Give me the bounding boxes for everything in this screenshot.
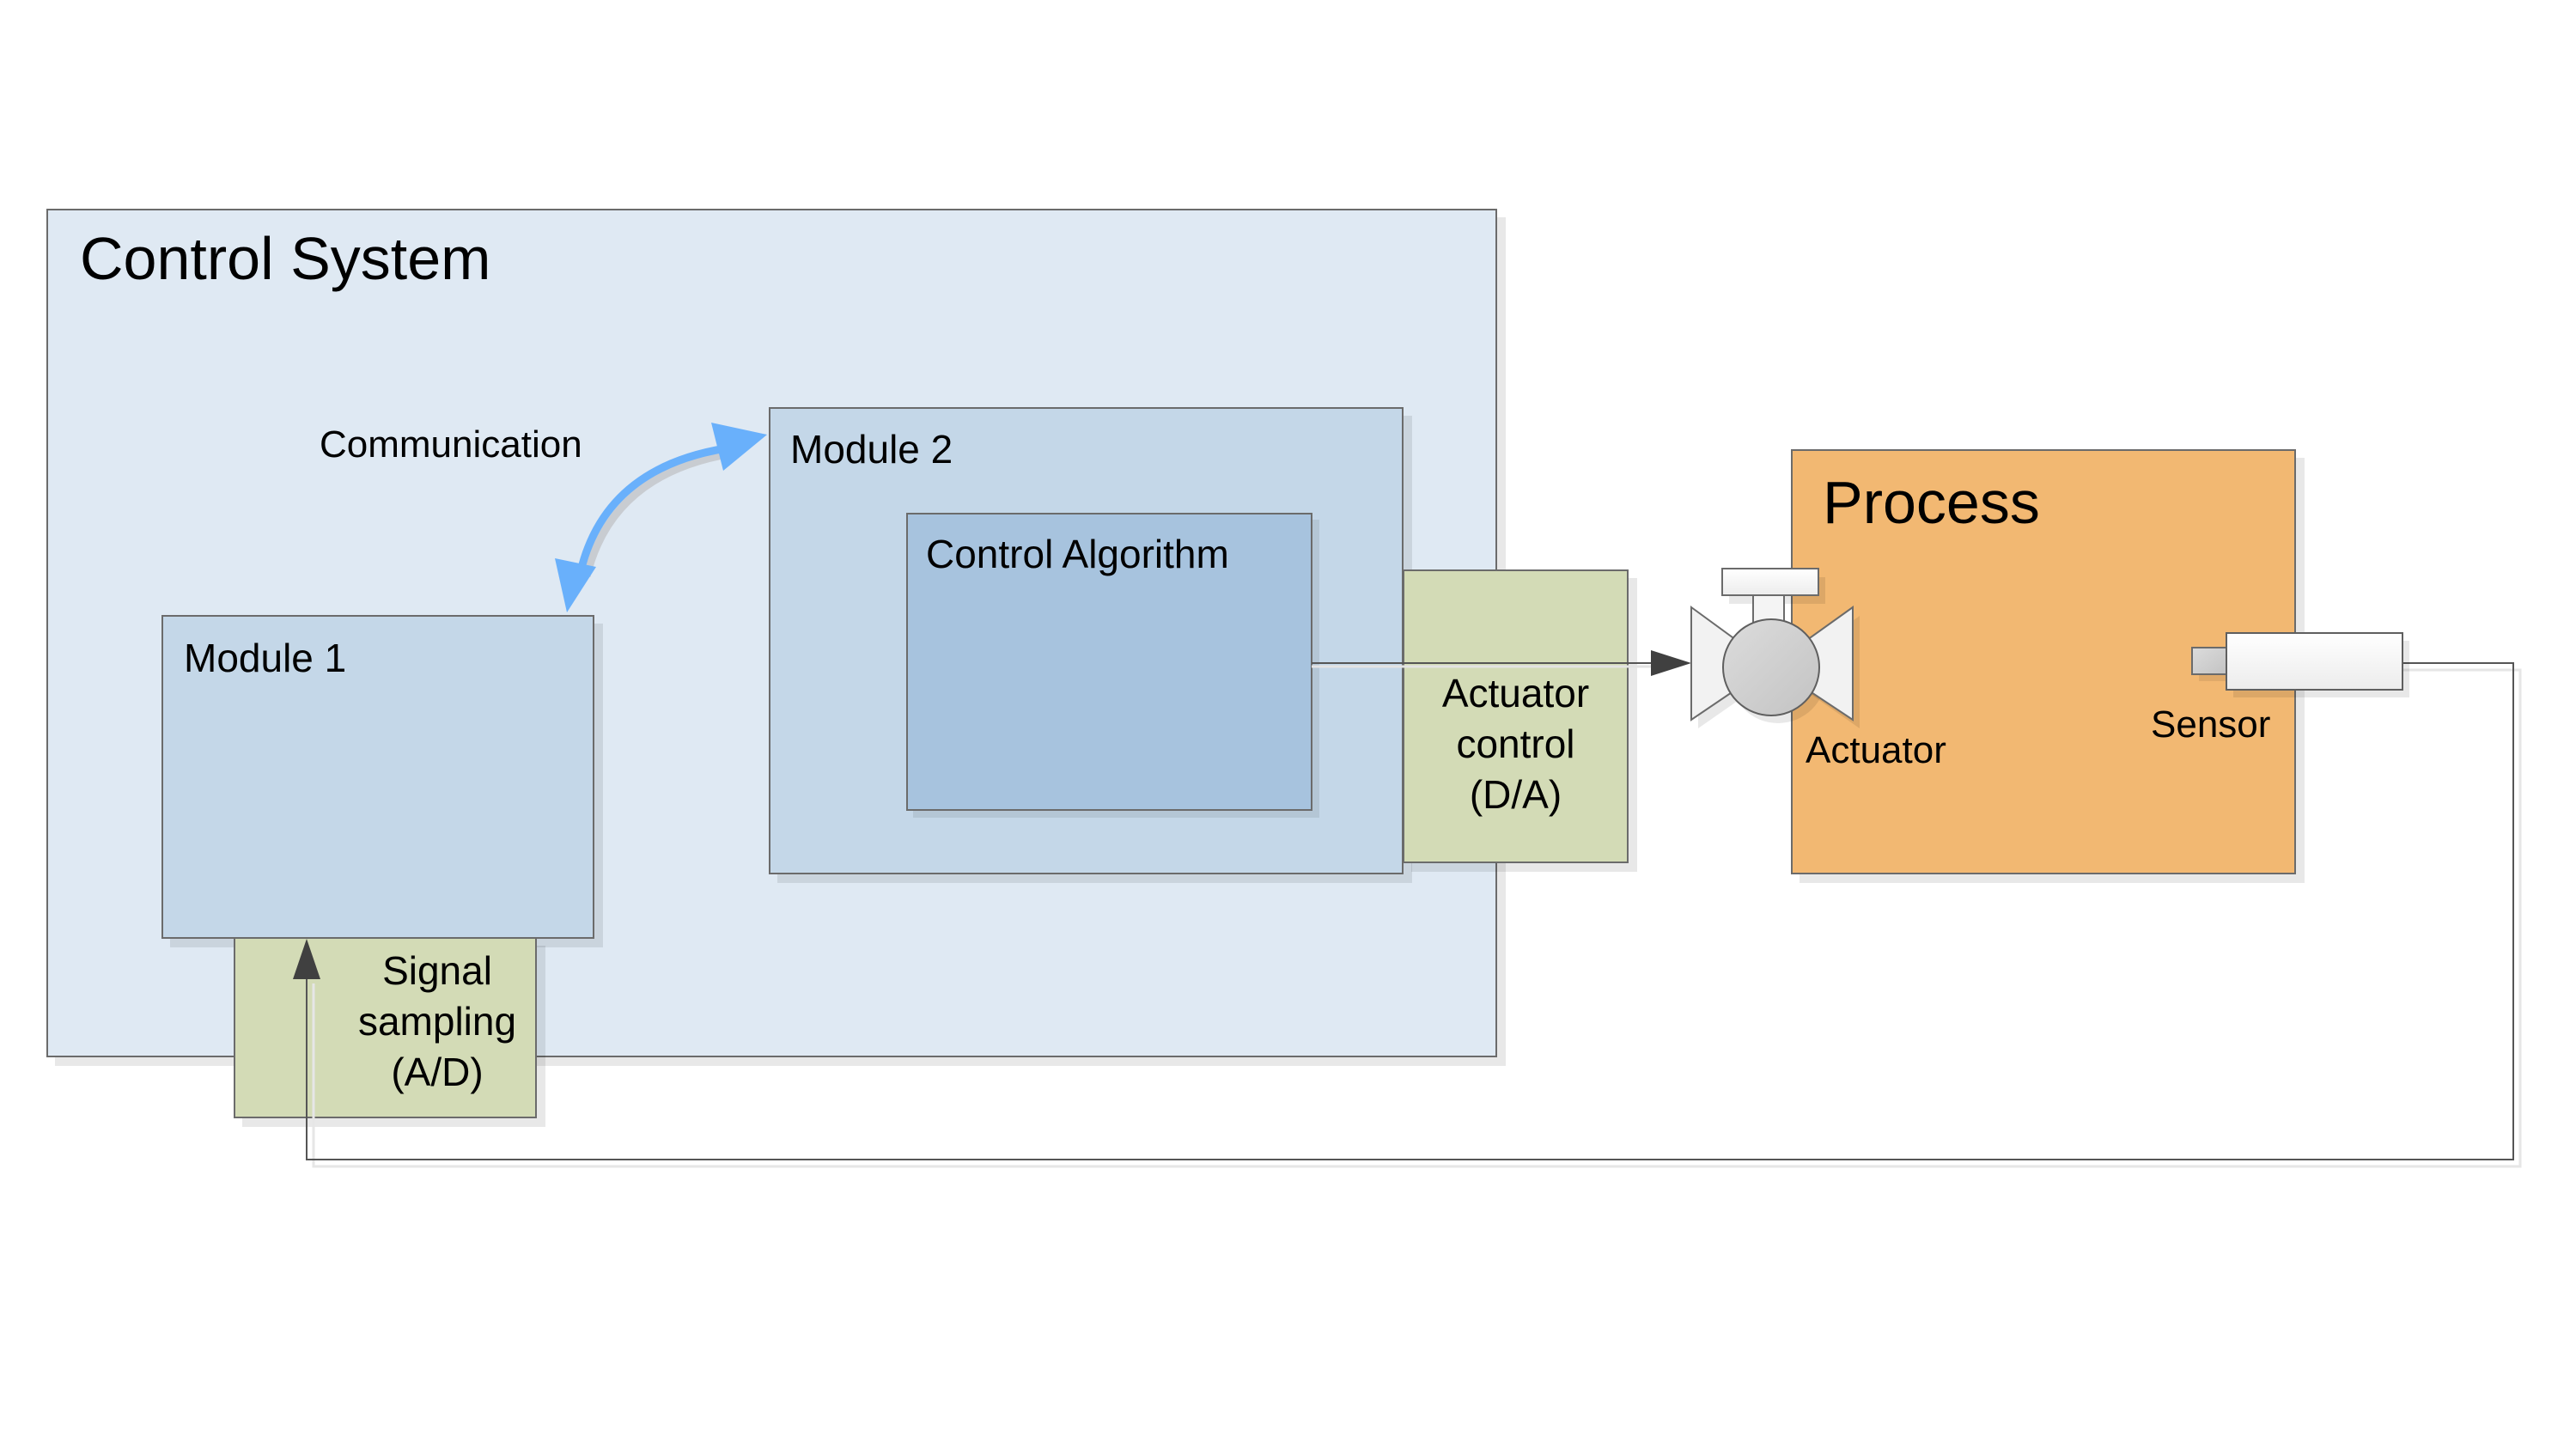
control-signal-connector — [1312, 650, 1691, 676]
module-1-box — [161, 615, 594, 939]
control-system-title: Control System — [80, 225, 491, 292]
module-2-title: Module 2 — [790, 427, 953, 472]
arrow-head-icon — [1651, 650, 1691, 676]
actuator-control-box — [1403, 569, 1629, 863]
communication-label: Communication — [320, 423, 582, 466]
sensor-label: Sensor — [2151, 703, 2271, 746]
communication-arrow — [555, 423, 767, 612]
arrow-head-icon — [555, 558, 596, 612]
signal-sampling-label: Signal sampling (A/D) — [357, 948, 517, 1094]
arrow-head-icon — [711, 423, 767, 471]
sensor-icon — [2191, 632, 2409, 697]
actuator-label: Actuator — [1806, 729, 1946, 771]
signal-sampling-box — [234, 937, 537, 1118]
valve-icon — [1690, 568, 1860, 728]
control-algorithm-title: Control Algorithm — [926, 532, 1229, 576]
feedback-connector — [293, 662, 2522, 1168]
control-algorithm-box — [906, 513, 1312, 811]
module-1-title: Module 1 — [184, 636, 347, 680]
arrow-head-icon — [293, 939, 320, 979]
actuator-control-label: Actuator control (D/A) — [1441, 671, 1590, 817]
process-title: Process — [1823, 469, 2040, 536]
